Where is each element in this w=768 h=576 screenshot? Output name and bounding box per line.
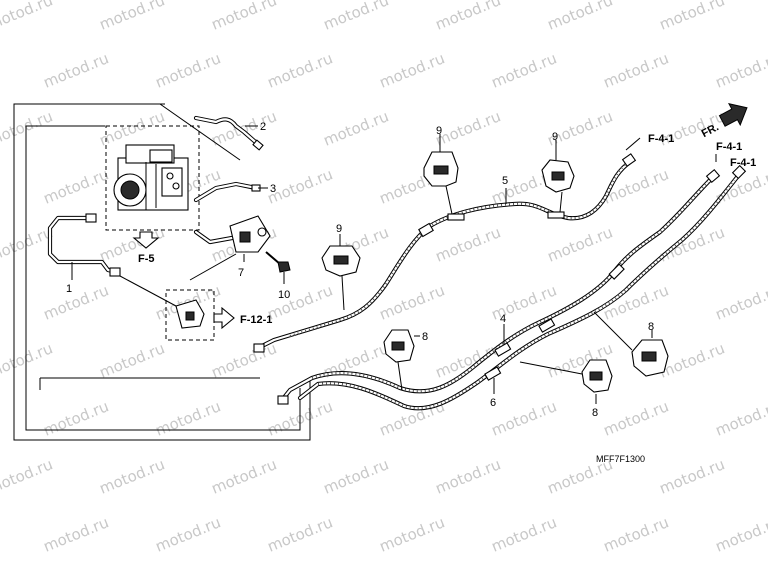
f4-1-reference-label-c[interactable]: F-4-1 (730, 157, 756, 169)
watermark-text: motod.ru (0, 455, 55, 497)
brake-pipe-1[interactable] (47, 213, 121, 277)
watermark-text: motod.ru (41, 513, 112, 555)
f4-1-reference-label-a[interactable]: F-4-1 (648, 133, 674, 145)
leader-joint-to-sensor (189, 253, 237, 281)
brake-hose-4[interactable] (277, 168, 721, 405)
f5-reference-label: F-5 (138, 253, 155, 265)
watermark-text: motod.ru (489, 49, 560, 91)
f5-reference-arrow[interactable]: F-5 (132, 231, 160, 265)
watermark-text: motod.ru (265, 281, 336, 323)
callout-1: 1 (66, 283, 72, 295)
callout-10: 10 (278, 289, 290, 301)
watermark-text: motod.ru (713, 49, 768, 91)
front-arrow-icon (718, 103, 748, 127)
callout-6: 6 (490, 397, 496, 409)
brake-hose-6[interactable] (297, 164, 747, 411)
clamp-9-middle[interactable] (321, 245, 361, 277)
watermark-text: motod.ru (321, 0, 392, 34)
watermark-text: motod.ru (41, 281, 112, 323)
clamp-9-upper-left[interactable] (423, 151, 459, 187)
watermark-layer: motod.ru motod.ru motod.ru motod.ru motod.ru… (0, 0, 768, 556)
watermark-text: motod.ru (545, 223, 616, 265)
leader-f4-1-a (625, 137, 641, 151)
diagram-code: MFF7F1300 (596, 454, 645, 464)
watermark-text: motod.ru (41, 397, 112, 439)
watermark-text: motod.ru (209, 455, 280, 497)
watermark-text: motod.ru (0, 107, 55, 149)
leader-8c-hose (593, 311, 633, 351)
watermark-text: motod.ru (0, 223, 55, 265)
watermark-text: motod.ru (209, 0, 280, 34)
watermark-text: motod.ru (713, 397, 768, 439)
f4-1-reference-label-b[interactable]: F-4-1 (716, 141, 742, 153)
leader-9a-hose (445, 185, 453, 215)
clamp-8-right[interactable] (631, 339, 669, 377)
watermark-text: motod.ru (433, 455, 504, 497)
callout-8-b: 8 (592, 407, 598, 419)
watermark-text: motod.ru (377, 513, 448, 555)
leader-8a-hose (397, 361, 403, 391)
leader-9c-hose (341, 275, 345, 311)
clamp-8-lower[interactable] (581, 359, 613, 393)
watermark-text: motod.ru (601, 513, 672, 555)
callout-9-a: 9 (436, 125, 442, 137)
routing-frame (13, 103, 311, 441)
watermark-text: motod.ru (713, 513, 768, 555)
watermark-text: motod.ru (41, 49, 112, 91)
watermark-text: motod.ru (97, 107, 168, 149)
watermark-text: motod.ru (545, 107, 616, 149)
f12-1-reference-label: F-12-1 (240, 314, 272, 326)
watermark-text: motod.ru (377, 281, 448, 323)
callout-5: 5 (502, 175, 508, 187)
watermark-text: motod.ru (97, 0, 168, 34)
watermark-text: motod.ru (433, 0, 504, 34)
callout-9-c: 9 (336, 223, 342, 235)
watermark-text: motod.ru (41, 165, 112, 207)
watermark-text: motod.ru (657, 455, 728, 497)
watermark-text: motod.ru (265, 513, 336, 555)
watermark-text: motod.ru (209, 107, 280, 149)
watermark-text: motod.ru (657, 0, 728, 34)
leader-8b-hose (519, 361, 583, 375)
callout-4: 4 (500, 313, 506, 325)
watermark-text: motod.ru (433, 223, 504, 265)
watermark-text: motod.ru (713, 281, 768, 323)
watermark-text: motod.ru (489, 513, 560, 555)
watermark-text: motod.ru (545, 0, 616, 34)
watermark-text: motod.ru (153, 49, 224, 91)
bolt-10[interactable] (265, 251, 291, 273)
f12-1-reference-arrow[interactable]: F-12-1 (213, 306, 272, 330)
abs-modulator-unit[interactable] (105, 125, 200, 231)
watermark-text: motod.ru (321, 107, 392, 149)
callout-2: 2 (260, 121, 266, 133)
watermark-text: motod.ru (97, 455, 168, 497)
callout-8-a: 8 (422, 331, 428, 343)
watermark-text: motod.ru (433, 107, 504, 149)
watermark-text: motod.ru (0, 0, 55, 34)
brake-pipe-2[interactable] (193, 115, 264, 151)
watermark-text: motod.ru (153, 397, 224, 439)
watermark-text: motod.ru (601, 397, 672, 439)
callout-3: 3 (270, 183, 276, 195)
callout-7: 7 (238, 267, 244, 279)
clamp-8-left[interactable] (383, 329, 415, 363)
callout-8-c: 8 (648, 321, 654, 333)
leader-pipe1-sensor (119, 275, 177, 307)
watermark-text: motod.ru (97, 339, 168, 381)
watermark-text: motod.ru (377, 49, 448, 91)
watermark-text: motod.ru (0, 339, 55, 381)
brake-hose-5[interactable] (253, 153, 637, 353)
watermark-text: motod.ru (601, 49, 672, 91)
watermark-text: motod.ru (209, 339, 280, 381)
watermark-text: motod.ru (265, 49, 336, 91)
three-way-joint[interactable] (193, 215, 271, 253)
callout-9-b: 9 (552, 131, 558, 143)
clamp-9-upper-right[interactable] (541, 159, 575, 193)
leader-9b-hose (559, 191, 563, 213)
watermark-text: motod.ru (321, 455, 392, 497)
watermark-text: motod.ru (153, 513, 224, 555)
watermark-text: motod.ru (489, 397, 560, 439)
